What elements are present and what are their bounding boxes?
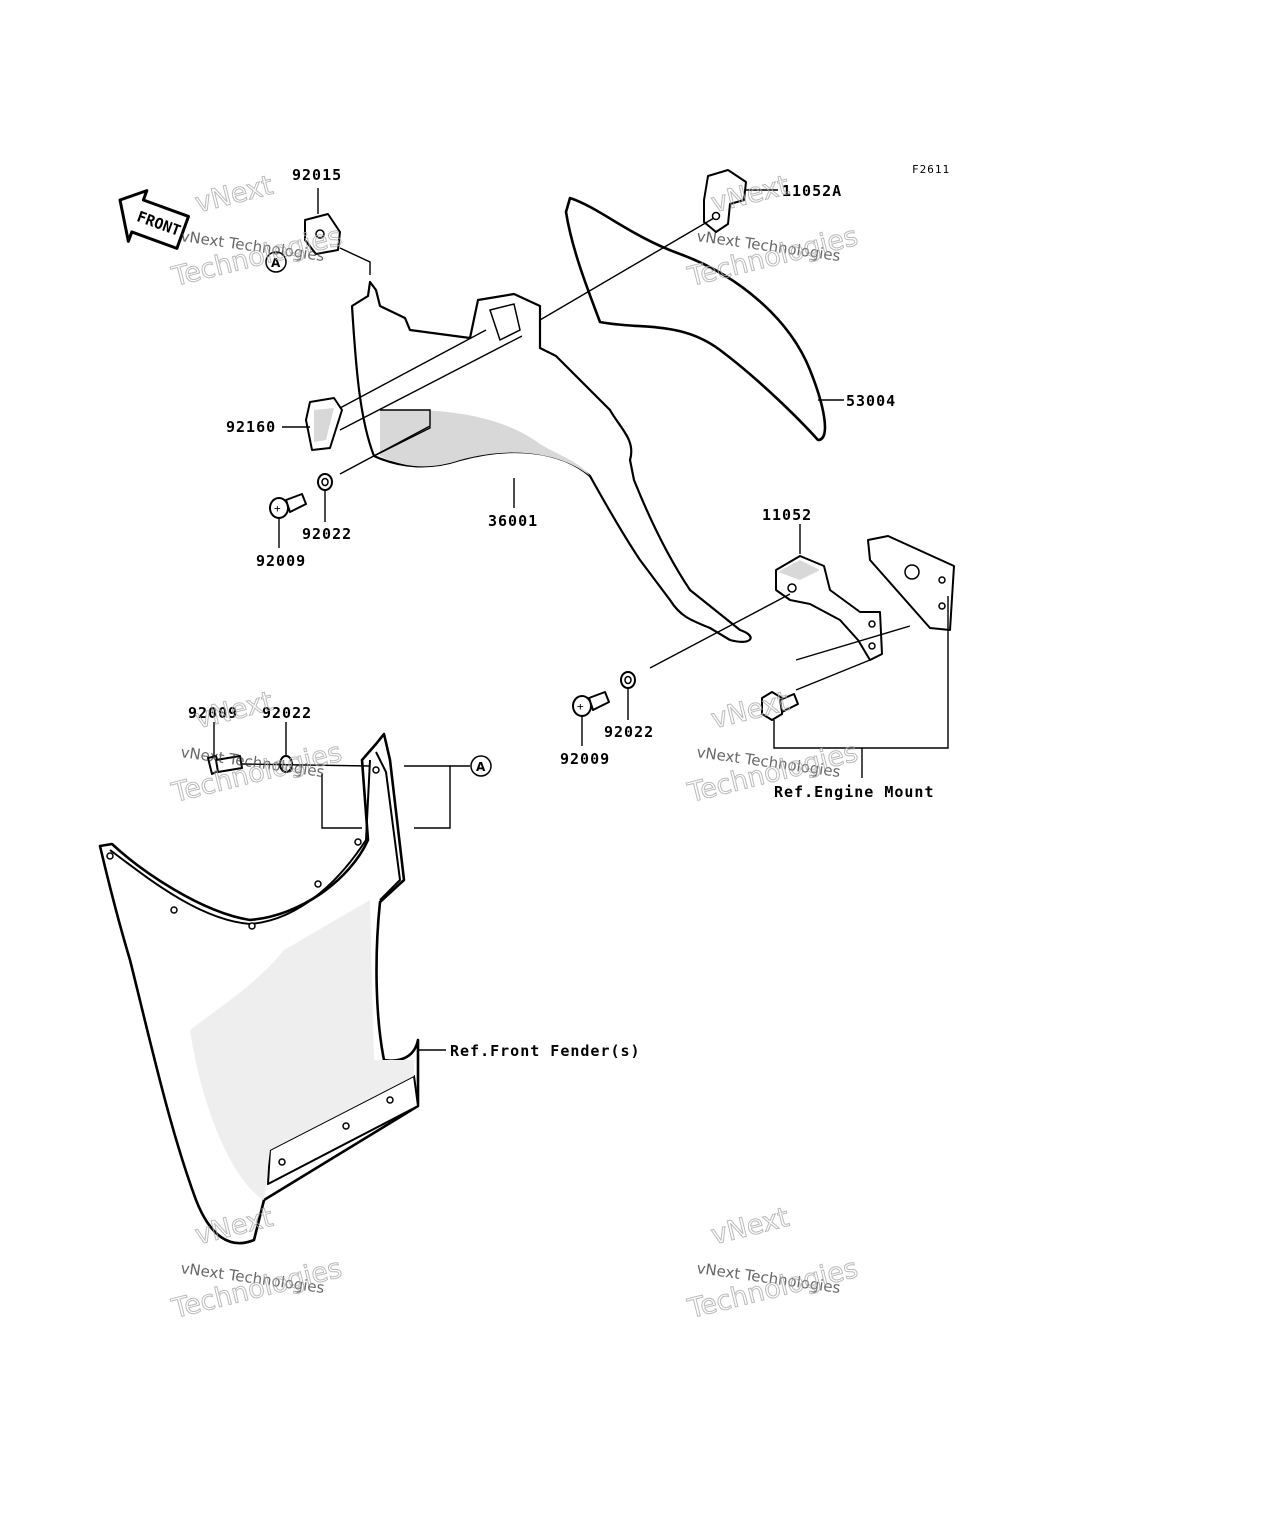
svg-text:vNext: vNext [192,686,276,735]
ref-marker-a-upper: A [265,251,287,273]
label-11052A: 11052A [782,182,842,200]
svg-text:vNext: vNext [708,1202,792,1251]
engine-mount-plate [867,535,955,631]
washer-92022-upper [317,473,333,491]
label-11052: 11052 [762,506,812,524]
ref-bracket-lower [321,774,362,829]
guide-line-8 [241,763,371,767]
label-ref-engine-mount: Ref.Engine Mount [774,783,935,801]
guide-line-2 [339,329,487,409]
guide-line-5 [649,593,791,669]
label-92009-mid: 92009 [560,750,610,768]
front-arrow-icon: FRONT [118,189,191,250]
label-92009-lower: 92009 [188,704,238,722]
watermark-6: vNext vNext Technologies Technologies [684,1202,862,1326]
guide-line-1 [539,217,715,321]
grommet-92160 [305,397,343,451]
svg-text:A: A [476,760,486,774]
label-92009-upper: 92009 [256,552,306,570]
label-53004: 53004 [846,392,896,410]
label-92015: 92015 [292,166,342,184]
label-ref-front-fender: Ref.Front Fender(s) [450,1042,641,1060]
bolt-92009-lower [207,755,243,775]
washer-92022-mid [620,671,636,689]
guide-line-7 [795,659,871,691]
ref-marker-a-lower: A [470,755,492,777]
clip-92015 [304,213,341,255]
bracket-11052A [703,169,747,233]
bracket-11052 [775,555,883,661]
svg-text:vNext: vNext [192,170,276,219]
ref-bracket-lower-2 [404,765,451,829]
watermark-3: vNext vNext Technologies Technologies [168,686,346,810]
bolt-92009-upper: + [269,493,307,519]
figure-code: F2611 [912,163,950,176]
leader-engine-mount [773,596,949,749]
bolt-92009-mid: + [572,691,610,717]
flange-bolt-engine-mount [761,691,799,721]
watermark-5: vNext vNext Technologies Technologies [168,1202,346,1326]
label-92022-upper: 92022 [302,525,352,543]
svg-text:vNext: vNext [708,686,792,735]
shroud-53004 [564,196,827,442]
label-92160: 92160 [226,418,276,436]
guide-line-3 [339,335,523,431]
label-92022-lower: 92022 [262,704,312,722]
label-92022-mid: 92022 [604,723,654,741]
svg-text:+: + [577,700,585,713]
guide-line-4 [339,425,431,475]
cover-36001 [350,280,752,643]
label-36001: 36001 [488,512,538,530]
svg-text:A: A [271,256,281,270]
front-fender [98,732,420,1245]
svg-text:+: + [274,502,282,515]
leader-92015-drop [339,247,371,275]
guide-line-6 [795,625,911,661]
